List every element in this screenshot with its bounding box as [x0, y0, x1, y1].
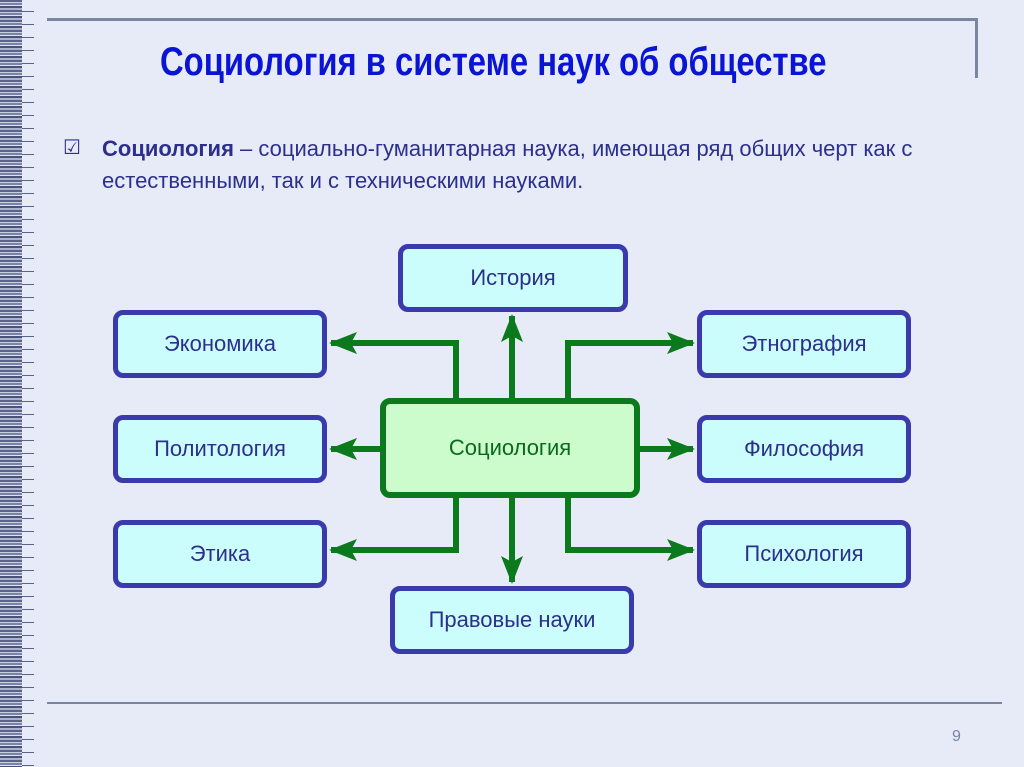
box-philosophy: Философия	[697, 415, 911, 483]
decorative-stripe	[0, 0, 22, 767]
bullet-text: Социология – социально-гуманитарная наук…	[102, 133, 982, 197]
box-law: Правовые науки	[390, 586, 634, 654]
checkbox-checked-icon: ☑	[63, 137, 81, 159]
box-ethics: Этика	[113, 520, 327, 588]
decorative-ticks	[22, 0, 34, 767]
slide-title: Социология в системе наук об обществе	[160, 40, 827, 84]
box-ethnography: Этнография	[697, 310, 911, 378]
bullet-term: Социология	[102, 136, 234, 161]
corner-rule	[975, 18, 978, 78]
page-number: 9	[952, 728, 961, 745]
box-history: История	[398, 244, 628, 312]
box-economics: Экономика	[113, 310, 327, 378]
box-politology: Политология	[113, 415, 327, 483]
box-sociology: Социология	[380, 398, 640, 498]
top-rule	[47, 18, 977, 21]
box-psychology: Психология	[697, 520, 911, 588]
arrow-economics	[329, 332, 459, 398]
arrow-ethics	[329, 498, 459, 561]
bottom-rule	[47, 702, 1002, 704]
arrow-ethnography	[565, 332, 695, 398]
bullet-rest: – социально-гуманитарная наука, имеющая …	[102, 136, 913, 193]
arrow-psychology	[565, 498, 695, 561]
